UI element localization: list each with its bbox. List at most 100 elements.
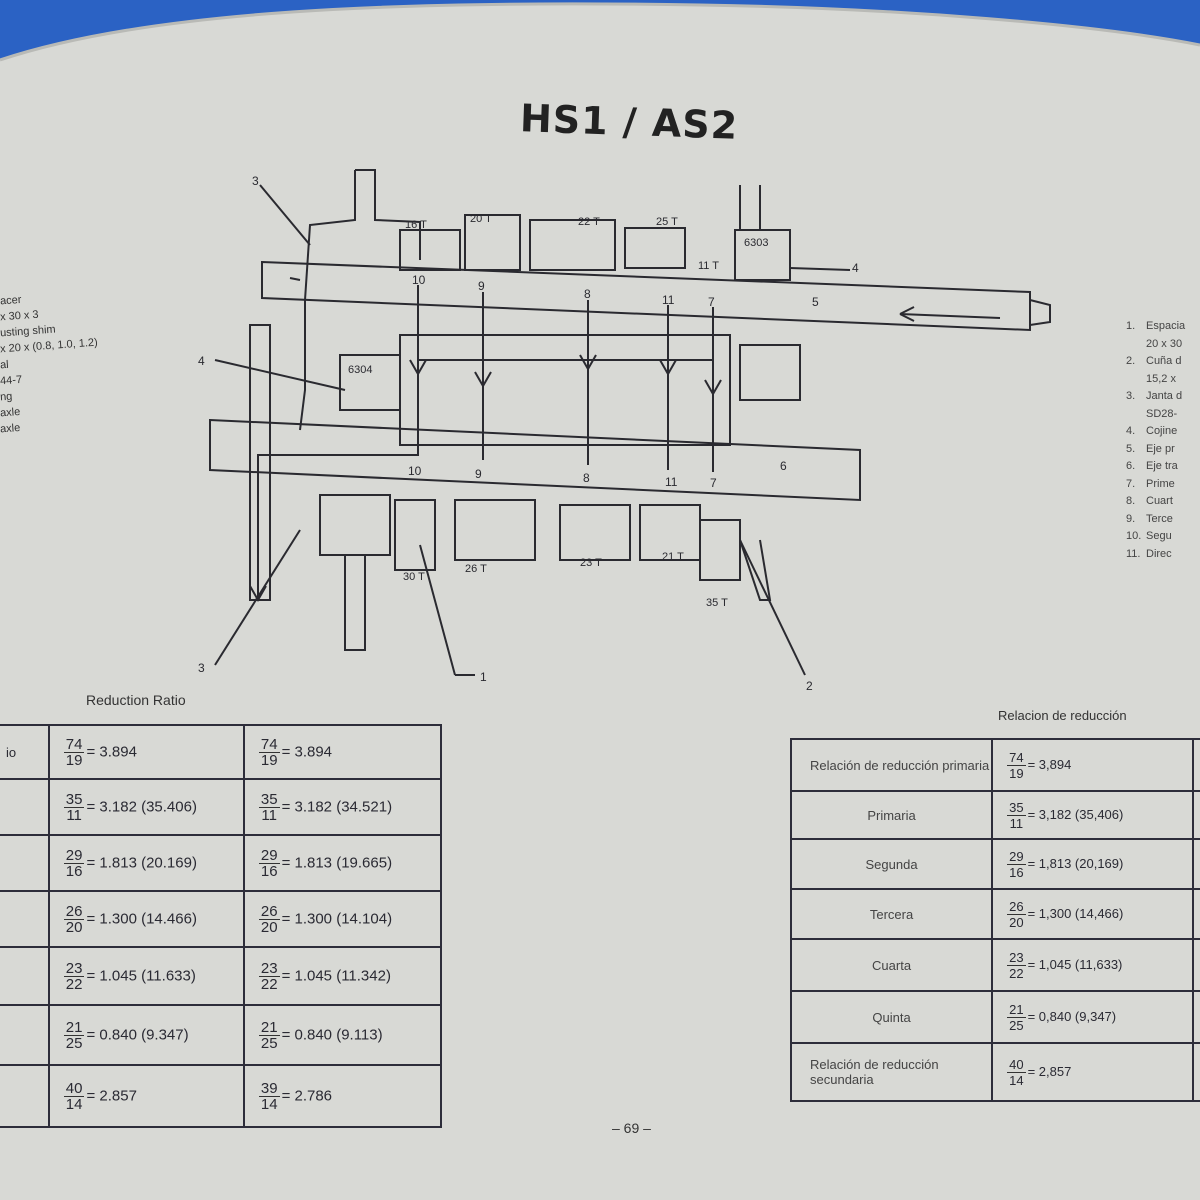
row-label (0, 1004, 50, 1066)
legend-text: Cuart (1146, 495, 1173, 507)
legend-text: Cuña d (1146, 355, 1182, 367)
lower-num-10: 10 (408, 464, 422, 478)
legend-text: Eje tra (1146, 460, 1178, 472)
callout-3-top: 3 (252, 174, 259, 188)
ratio-value: = 1.045 (11.342) (281, 966, 391, 984)
gear-30t (394, 499, 436, 571)
gear-16t (399, 229, 461, 271)
numerator: 74 (63, 735, 85, 753)
upper-num-7: 7 (708, 295, 715, 309)
ratio-value: = 0.840 (9.113) (281, 1025, 383, 1043)
reduction-ratio-caption: Reduction Ratio (86, 692, 186, 708)
gear-cluster (399, 334, 731, 446)
gear-label-21t: 21 T (662, 551, 684, 563)
ratio-value: = 1.300 (14.466) (86, 909, 197, 927)
numerator: 74 (1007, 749, 1026, 766)
legend-text: SD28- (1146, 407, 1178, 420)
gear-35t (699, 519, 741, 581)
empty-cell (1192, 1042, 1200, 1102)
bearing-6303 (734, 229, 791, 281)
denominator: 25 (1009, 1017, 1024, 1033)
callout-3-bottom: 3 (198, 661, 205, 675)
denominator: 11 (261, 806, 277, 824)
legend-text: 15,2 x (1146, 372, 1176, 385)
legend-item: 15,2 x (1126, 371, 1185, 389)
left-legend: acer x 30 x 3 usting shim x 20 x (0.8, 1… (0, 293, 99, 436)
numerator: 26 (63, 902, 85, 920)
legend-item: 9.Terce (1126, 511, 1185, 529)
legend-text: Janta d (1146, 390, 1183, 402)
callout-4-right: 4 (852, 261, 859, 275)
row-label: Cuarta (789, 938, 994, 992)
gear-26t (454, 499, 536, 561)
gear-label-23t: 23 T (580, 557, 602, 569)
denominator: 14 (1009, 1072, 1024, 1088)
gear-label-25t: 25 T (656, 216, 678, 228)
denominator: 11 (66, 806, 82, 824)
numerator: 29 (1007, 848, 1026, 865)
lower-num-8: 8 (583, 471, 590, 485)
row-label: Quinta (789, 990, 994, 1044)
legend-num: 4. (1126, 425, 1136, 437)
ratio-value: = 1.045 (11.633) (86, 966, 196, 984)
numerator: 29 (258, 846, 280, 864)
callout-2: 2 (806, 679, 813, 693)
ratio-value: = 3.894 (281, 742, 333, 760)
legend-num: 10. (1126, 530, 1142, 542)
gear-label-20t: 20 T (470, 213, 492, 225)
legend-item: 6. Eje tra (1126, 458, 1185, 476)
bearing-right (739, 344, 801, 401)
ratio-value: = 2.857 (86, 1086, 137, 1104)
legend-num: 5. (1126, 442, 1136, 455)
ratio-value: = 1.300 (14.104) (281, 909, 393, 927)
empty-cell (1192, 990, 1200, 1044)
denominator: 16 (260, 862, 278, 880)
denominator: 16 (1009, 864, 1024, 880)
empty-cell (1192, 790, 1200, 840)
row-label: Primaria (789, 790, 994, 840)
gear-label-30t: 30 T (403, 571, 425, 583)
page-number: – 69 – (612, 1120, 651, 1136)
bearing-lower (319, 494, 391, 556)
relacion-caption: Relacion de reducción (998, 708, 1127, 723)
denominator: 19 (65, 751, 83, 769)
legend-text: Espacia (1146, 320, 1186, 332)
legend-num: 2. (1126, 355, 1136, 367)
ratio-value: = 3,182 (35,406) (1027, 806, 1124, 822)
gear-label-11t: 11 T (698, 260, 719, 272)
main-shaft (261, 260, 1031, 332)
legend-num: 6. (1126, 460, 1136, 472)
denominator: 19 (260, 751, 278, 769)
gear-label-22t: 22 T (578, 216, 600, 228)
row-label: Relación de reducción primaria (789, 738, 994, 792)
upper-num-10: 10 (412, 273, 426, 287)
bearing-label-6304: 6304 (348, 364, 372, 376)
counter-shaft (209, 418, 861, 502)
transmission-diagram: 3 4 3 1 2 4 5 6 10 9 8 11 7 10 9 8 11 7 … (198, 169, 1051, 693)
legend-text: Direc (1146, 547, 1172, 560)
denominator: 11 (1009, 815, 1024, 831)
numerator: 23 (258, 959, 280, 977)
legend-num: 1. (1126, 320, 1136, 332)
gear-label-35t: 35 T (706, 597, 728, 609)
row-label (0, 778, 50, 836)
bearing-6304 (339, 354, 401, 411)
legend-item: 5.Eje pr (1126, 441, 1185, 459)
